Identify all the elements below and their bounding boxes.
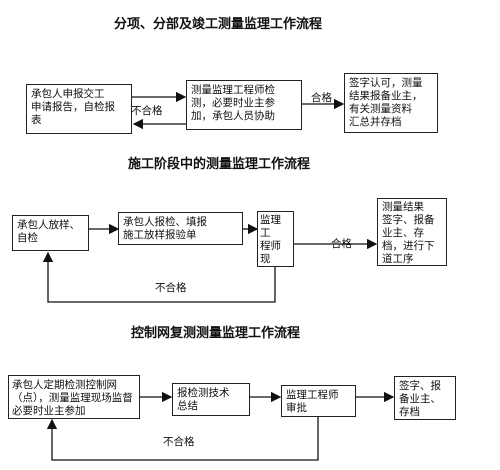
flow2-layout-box: 承包人放样、 自检: [12, 215, 89, 251]
flow2-result-text: 测量结果 签字、报备 业主、存 档，进行下 道工序: [382, 201, 435, 265]
flow3-fail-label: 不合格: [163, 436, 195, 448]
flow2-pass-label: 合格: [331, 238, 352, 250]
flow1-title: 分项、分部及竣工测量监理工作流程: [114, 17, 323, 32]
flow3-contractor-box: 承包人定期检测控制网 （点），测量监理现场监督 必要时业主参加: [8, 375, 140, 419]
flow1-pass-label: 合格: [311, 92, 332, 104]
flow3-summary-box: 报检测技术 总结: [172, 383, 250, 416]
flow3-contractor-text: 承包人定期检测控制网 （点），测量监理现场监督 必要时业主参加: [12, 379, 133, 417]
flow1-fail-label: 不合格: [131, 105, 163, 117]
flow3-summary-text: 报检测技术 总结: [177, 387, 230, 412]
arrow-fail-loop-3: [46, 417, 319, 461]
flow1-engineer-text: 测量监理工程师检 测，必要时业主参 加，承包人员协助: [191, 84, 275, 122]
flow2-report-box: 承包人报检、填报 施工放样报验单: [118, 212, 243, 245]
flow3-engineer-box: 监理工程师 审批: [281, 385, 356, 417]
flow1-result-text: 签字认可，测量 结果报备业主， 有关测量资料 汇总并存档: [349, 77, 423, 128]
flow3-result-box: 签字、报 备业主、 存档: [394, 376, 456, 420]
flow3-engineer-text: 监理工程师 审批: [286, 389, 339, 414]
flow1-engineer-box: 测量监理工程师检 测，必要时业主参 加，承包人员协助: [186, 80, 302, 130]
flow3-result-text: 签字、报 备业主、 存档: [399, 380, 441, 418]
flow2-report-text: 承包人报检、填报 施工放样报验单: [123, 216, 207, 241]
flow2-engineer-box: 监理工 程师现 场检测: [257, 211, 294, 267]
arrow-fail-loop: [42, 251, 276, 303]
flow1-result-box: 签字认可，测量 结果报备业主， 有关测量资料 汇总并存档: [344, 73, 438, 133]
flow2-result-box: 测量结果 签字、报备 业主、存 档，进行下 道工序: [377, 198, 447, 266]
flow1-contractor-text: 承包人申报交工 申请报告，自检报 表: [31, 88, 115, 126]
flow2-layout-text: 承包人放样、 自检: [17, 219, 80, 244]
flow2-engineer-text: 监理工 程师现 场检测: [260, 214, 281, 265]
flow2-title: 施工阶段中的测量监理工作流程: [128, 157, 311, 172]
flow2-fail-label: 不合格: [155, 282, 187, 294]
flow1-contractor-box: 承包人申报交工 申请报告，自检报 表: [26, 84, 132, 134]
flow3-title: 控制网复测测量监理工作流程: [131, 326, 301, 341]
